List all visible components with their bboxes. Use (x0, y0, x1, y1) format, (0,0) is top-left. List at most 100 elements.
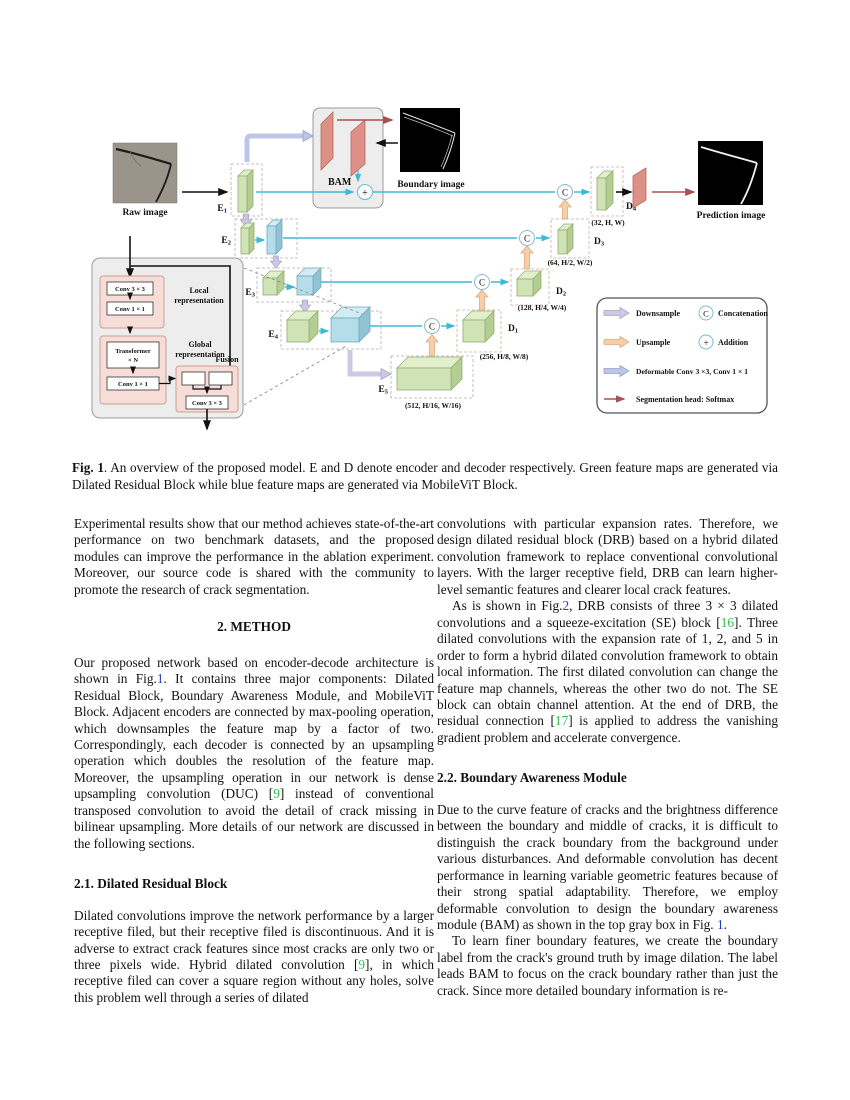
figure-caption: Fig. 1. An overview of the proposed mode… (72, 459, 778, 493)
paragraph: Dilated convolutions improve the network… (74, 908, 434, 1007)
deformable-conv-arrow (244, 129, 314, 162)
upsample-legend-label: Upsample (636, 338, 671, 347)
decoder-d4-label: D4 (626, 202, 637, 213)
prediction-image-label: Prediction image (697, 211, 766, 221)
section-heading: 2. METHOD (217, 619, 291, 635)
raw-image (112, 142, 178, 204)
svg-text:+: + (703, 339, 708, 349)
decoder-d2 (510, 268, 550, 306)
crack-line (115, 147, 172, 166)
concat-legend-icon (698, 305, 714, 321)
body-text: Experimental results show that our metho… (74, 516, 435, 597)
downsample-legend-icon (603, 306, 630, 320)
paragraph: Experimental results show that our metho… (74, 516, 434, 598)
svg-text:× N: × N (128, 357, 138, 364)
body-text: , DRB consists of three 3 × 3 dilated co… (437, 598, 778, 630)
encoder-e3 (256, 267, 332, 303)
fusion-label: Fusion (215, 355, 239, 364)
d1-dimension-label: (256, H/8, W/8) (480, 352, 529, 361)
encoder-e4 (280, 306, 382, 350)
conv33-bottom-label: Conv 3 × 3 (192, 400, 223, 407)
skip-connections (255, 188, 591, 335)
figure-ref-link[interactable]: 1 (716, 916, 724, 932)
body-text: Our proposed network based on encoder-de… (74, 654, 434, 687)
body-text: To learn finer boundary features, we cre… (437, 933, 778, 998)
upsample-legend-icon (603, 335, 630, 349)
deformable-legend-label: Deformable Conv 3 ×3, Conv 1 × 1 (636, 367, 748, 376)
encoder-e1-label: E1 (217, 204, 227, 215)
raw-image-label: Raw image (122, 208, 167, 218)
encoder-e3-label: E3 (245, 288, 255, 299)
subsection-heading: 2.1. Dilated Residual Block (74, 876, 228, 892)
paragraph: As is shown in Fig.2, DRB consists of th… (437, 598, 778, 746)
conv33-top-label: Conv 3 × 3 (115, 286, 146, 293)
decoder-d3-label: D3 (594, 237, 605, 248)
figure-diagram: Raw image BAM + Boundary image (91, 107, 768, 431)
conv11-top-label: Conv 1 × 1 (115, 306, 145, 313)
decoder-d1 (456, 309, 502, 353)
downsample-arrows (239, 213, 312, 313)
svg-text:C: C (703, 309, 709, 319)
svg-text:representation: representation (175, 350, 225, 359)
bam-feature-map-2 (350, 119, 366, 177)
concat-legend-label: Concatenation (718, 309, 768, 318)
boundary-image (400, 108, 460, 172)
transformer-label: Transformer (115, 348, 151, 355)
global-representation-label: Global (188, 340, 212, 349)
addition-node (356, 183, 374, 201)
paragraph: Our proposed network based on encoder-de… (74, 655, 434, 852)
citation-link[interactable]: 9 (273, 786, 280, 802)
downsample-legend-label: Downsample (636, 309, 680, 318)
local-representation-label: Local (189, 286, 209, 295)
addition-legend-icon (698, 334, 714, 350)
figure-ref-link[interactable]: 1 (156, 671, 164, 687)
figure-caption-tag: Fig. 1 (72, 460, 104, 475)
body-text: convolutions with particular expansion r… (437, 516, 778, 597)
boundary-image-label: Boundary image (397, 180, 464, 190)
bam-label: BAM (328, 177, 352, 188)
addition-symbol: + (362, 188, 368, 199)
svg-text:C: C (524, 234, 530, 244)
body-text: Due to the curve feature of cracks and t… (437, 801, 778, 932)
segmentation-head-map (632, 167, 647, 209)
encoder-e5 (390, 355, 474, 399)
subsection-heading: 2.2. Boundary Awareness Module (437, 770, 627, 786)
svg-text:C: C (562, 188, 568, 198)
paragraph: Due to the curve feature of cracks and t… (437, 802, 778, 934)
decoder-d1-label: D1 (508, 324, 518, 335)
d4-dimension-label: (32, H, W) (591, 218, 625, 227)
downsample-elbow-arrow (347, 350, 392, 381)
citation-link[interactable]: 16 (720, 614, 735, 630)
body-text: ] instead of conventional transposed con… (74, 786, 434, 851)
paragraph: To learn finer boundary features, we cre… (437, 933, 778, 999)
segmentation-legend-label: Segmentation head: Softmax (636, 395, 734, 404)
body-text: Dilated convolutions improve the network… (74, 907, 434, 972)
e5-dimension-label: (512, H/16, W/16) (405, 401, 462, 410)
body-text: ] is applied to address the vanishing gr… (437, 713, 778, 745)
figure-ref-link[interactable]: 2 (562, 598, 570, 614)
decoder-d3 (550, 218, 590, 259)
encoder-e5-label: E5 (378, 385, 388, 396)
body-text: ], in which receptive filed can cover a … (74, 956, 434, 1005)
figure-caption-text: . An overview of the proposed model. E a… (72, 460, 778, 493)
citation-link[interactable]: 17 (554, 713, 569, 729)
addition-legend-label: Addition (718, 338, 749, 347)
deformable-legend-icon (603, 364, 630, 378)
d2-dimension-label: (128, H/4, W/4) (518, 303, 567, 312)
body-text: . It contains three major components: Di… (74, 671, 434, 802)
body-text: As is shown in Fig. (452, 598, 563, 614)
decoder-d2-label: D2 (556, 287, 566, 298)
mobilevit-callout-lines (243, 267, 363, 406)
left-column: Experimental results show that our metho… (74, 516, 434, 1006)
figure-legend: Downsample C Concatenation Upsample + Ad… (596, 297, 768, 414)
upsample-arrows (425, 199, 572, 357)
citation-link[interactable]: 9 (358, 956, 366, 972)
encoder-e2 (234, 218, 298, 259)
mobilevit-detail: Conv 3 × 3 Conv 1 × 1 Local representati… (91, 236, 244, 431)
prediction-image (698, 141, 763, 205)
encoder-e4-label: E4 (268, 330, 278, 341)
paragraph: convolutions with particular expansion r… (437, 516, 778, 598)
svg-text:C: C (429, 322, 435, 332)
right-column: convolutions with particular expansion r… (437, 516, 778, 999)
